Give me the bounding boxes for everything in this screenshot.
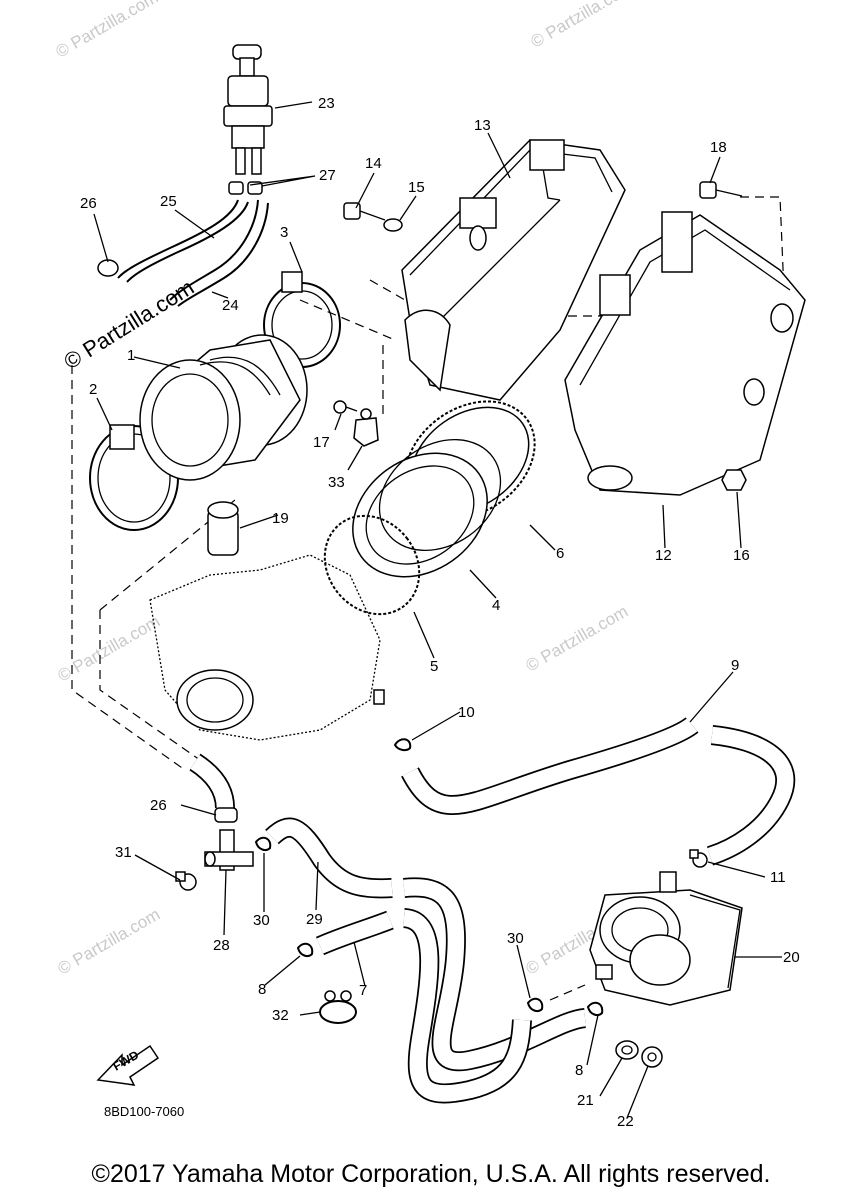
fwd-arrow: FWD (96, 1044, 160, 1086)
part-18-bolt (699, 181, 743, 199)
callout-28: 28 (213, 937, 230, 954)
callout-21: 21 (577, 1092, 594, 1109)
part-9-hose (401, 716, 796, 866)
part-14-bolt (343, 202, 386, 221)
watermark: © Partzilla.com (53, 0, 162, 61)
callout-15: 15 (408, 179, 425, 196)
callout-labels: 23 27 26 25 24 3 1 2 13 14 15 18 17 33 1… (80, 95, 800, 1130)
callout-30-left: 30 (253, 912, 270, 929)
callout-4: 4 (492, 597, 500, 614)
callout-13: 13 (474, 117, 491, 134)
part-16-nut (721, 469, 747, 491)
part-20-fuel-pump (589, 871, 743, 1006)
callout-1: 1 (127, 347, 135, 364)
callout-24: 24 (222, 297, 239, 314)
part-26-elbow (189, 753, 238, 823)
part-17-screw (333, 400, 358, 414)
callout-3: 3 (280, 224, 288, 241)
callout-26-top: 26 (80, 195, 97, 212)
callout-18: 18 (710, 139, 727, 156)
part-12-airbox-bottom (564, 211, 806, 496)
part-8-clip-left (296, 942, 314, 957)
callout-27: 27 (319, 167, 336, 184)
watermark: © Partzilla.com (528, 0, 637, 51)
copyright-footer: ©2017 Yamaha Motor Corporation, U.S.A. A… (91, 1160, 771, 1188)
callout-19: 19 (272, 510, 289, 527)
part-30-clip-right (526, 997, 544, 1012)
part-19-cap (207, 501, 239, 556)
part-5-ring (323, 514, 421, 616)
part-29-hose (265, 817, 587, 1072)
part-2-band (89, 424, 179, 531)
part-28-tee (204, 829, 254, 871)
callout-10: 10 (458, 704, 475, 721)
callout-9: 9 (731, 657, 739, 674)
engine-outline (149, 554, 385, 741)
part-21-fitting (615, 1040, 639, 1060)
callout-7: 7 (359, 982, 367, 999)
part-33-bracket (353, 408, 379, 447)
callout-32: 32 (272, 1007, 289, 1024)
callout-33: 33 (328, 474, 345, 491)
callout-14: 14 (365, 155, 382, 172)
callout-31: 31 (115, 844, 132, 861)
part-8-clip-right (586, 1001, 604, 1016)
part-13-airbox-top (401, 139, 626, 401)
part-10-clip (393, 738, 412, 752)
part-1-joint (139, 334, 308, 481)
callout-20: 20 (783, 949, 800, 966)
callout-17: 17 (313, 434, 330, 451)
callout-30-right: 30 (507, 930, 524, 947)
leader-lines (93, 101, 782, 1119)
callout-6: 6 (556, 545, 564, 562)
part-11-clamp (689, 849, 708, 868)
watermark: © Partzilla.com (523, 602, 632, 676)
callout-12: 12 (655, 547, 672, 564)
part-26-clamp-top (97, 259, 119, 277)
part-32-clamp (319, 990, 357, 1024)
part-24-25-hoses (117, 199, 269, 307)
watermark: © Partzilla.com (55, 905, 164, 979)
callout-23: 23 (318, 95, 335, 112)
watermark: © Partzilla.com (55, 612, 164, 686)
callout-26-bottom: 26 (150, 797, 167, 814)
diagram-code: 8BD100-7060 (104, 1104, 184, 1119)
callout-8-left: 8 (258, 981, 266, 998)
part-22-washer (641, 1046, 663, 1068)
callout-22: 22 (617, 1113, 634, 1130)
callout-8-right: 8 (575, 1062, 583, 1079)
callout-16: 16 (733, 547, 750, 564)
callout-5: 5 (430, 658, 438, 675)
part-31-clamp (175, 871, 197, 891)
part-30-clip-left (254, 836, 272, 851)
part-15-washer (383, 218, 403, 232)
callout-2: 2 (89, 381, 97, 398)
part-7-hose (315, 908, 532, 1104)
part-4-boot (352, 438, 502, 578)
callout-25: 25 (160, 193, 177, 210)
part-23-valve (223, 44, 273, 175)
callout-29: 29 (306, 911, 323, 928)
callout-11: 11 (770, 869, 786, 886)
